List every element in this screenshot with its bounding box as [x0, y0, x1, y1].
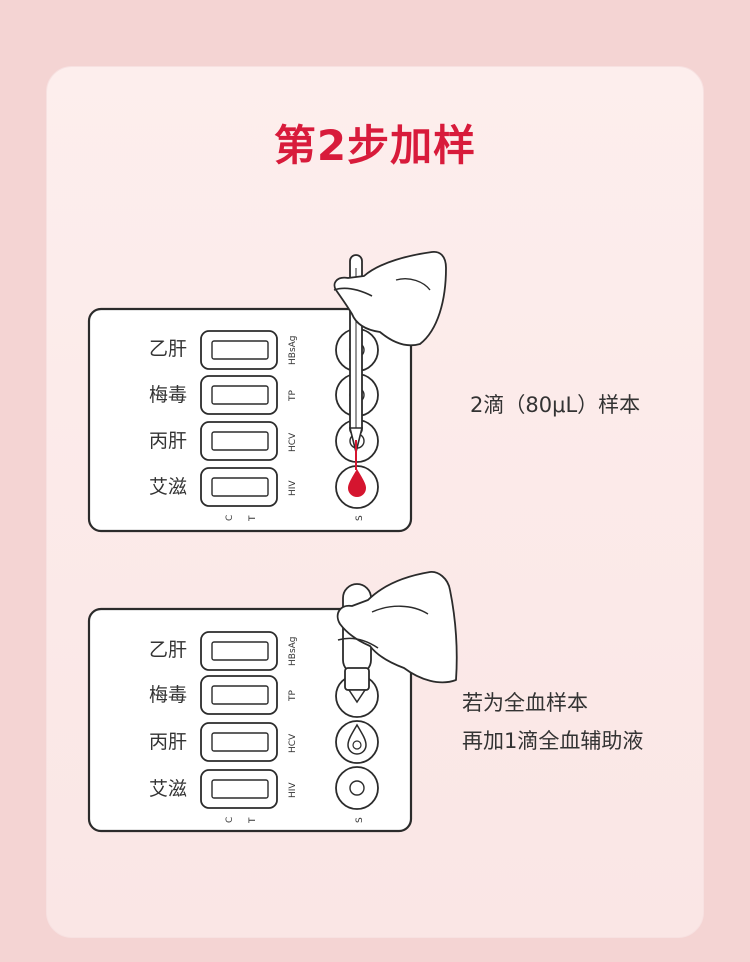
marker-label: TP	[288, 690, 298, 702]
test-name-label: 乙肝	[149, 338, 187, 360]
marker-label: HIV	[288, 480, 298, 496]
test-line-label: T	[248, 515, 258, 522]
sample-well-inner	[352, 740, 362, 750]
hand-icon	[333, 251, 447, 347]
marker-label: HBsAg	[288, 335, 298, 365]
result-window-inner	[211, 385, 269, 405]
marker-label: TP	[288, 390, 298, 402]
sample-well-inner	[349, 780, 365, 796]
result-window-inner	[211, 641, 269, 661]
result-window-inner	[211, 477, 269, 497]
step2-caption: 若为全血样本 再加1滴全血辅助液	[462, 688, 643, 764]
control-line-label: C	[225, 817, 235, 823]
control-line-label: C	[225, 515, 235, 521]
blood-drop-icon	[348, 469, 366, 497]
step1-caption: 2滴（80μL）样本	[470, 393, 641, 417]
test-panel-2: 乙肝 HBsAg 梅毒 TP 丙肝 HCV 艾滋 HIV C T S	[87, 607, 413, 833]
marker-label: HIV	[288, 782, 298, 798]
result-window-inner	[211, 431, 269, 451]
marker-label: HCV	[288, 432, 298, 452]
sample-well-label: S	[355, 515, 365, 521]
test-name-label: 丙肝	[149, 430, 187, 452]
test-name-label: 乙肝	[149, 639, 187, 661]
test-name-label: 梅毒	[149, 684, 187, 706]
marker-label: HBsAg	[288, 636, 298, 666]
test-line-label: T	[248, 817, 258, 824]
result-window-inner	[211, 340, 269, 360]
step-title: 第2步加样	[273, 121, 477, 170]
result-window-inner	[211, 685, 269, 705]
step2-caption-line1: 若为全血样本	[462, 691, 588, 715]
sample-well-label: S	[355, 817, 365, 823]
test-name-label: 艾滋	[149, 778, 187, 800]
result-window-inner	[211, 732, 269, 752]
result-window-inner	[211, 779, 269, 799]
marker-label: HCV	[288, 733, 298, 753]
test-name-label: 艾滋	[149, 476, 187, 498]
test-name-label: 丙肝	[149, 731, 187, 753]
droplet-outline-icon	[347, 723, 367, 755]
hand-icon	[336, 571, 458, 684]
test-name-label: 梅毒	[149, 384, 187, 406]
step2-caption-line2: 再加1滴全血辅助液	[462, 729, 644, 753]
